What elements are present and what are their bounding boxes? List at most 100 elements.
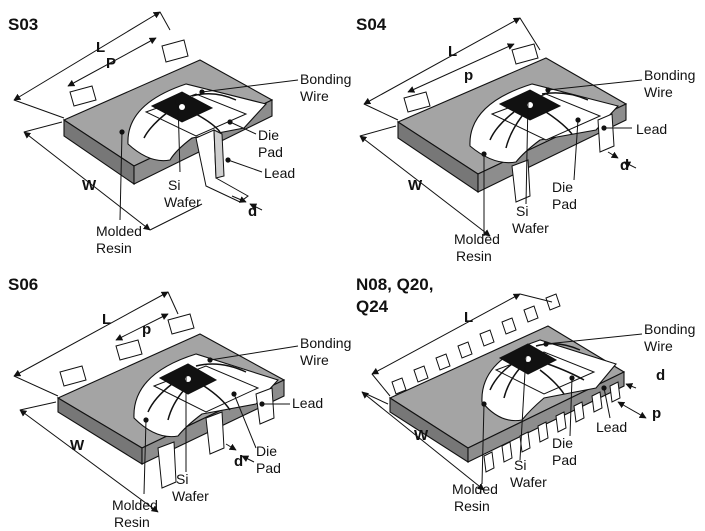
dim-d: d	[248, 203, 257, 220]
leader-line	[119, 131, 123, 221]
dim-W: W	[408, 177, 423, 194]
package-title: Q24	[356, 297, 389, 316]
dim-W: W	[82, 177, 97, 194]
label-molded-resin: Molded	[96, 223, 142, 239]
extension-line	[149, 203, 203, 231]
label-si-wafer: Wafer	[172, 488, 209, 504]
lead-front-side	[213, 129, 225, 179]
dim-line-d	[249, 203, 263, 211]
lead-front	[205, 411, 225, 455]
package-s03: S03 L P W d	[8, 11, 351, 256]
label-si-wafer: Si	[514, 457, 526, 473]
dim-P: P	[106, 55, 116, 72]
label-si-wafer: Si	[176, 471, 188, 487]
leader-line	[227, 159, 263, 173]
label-die-pad: Die	[552, 435, 573, 451]
label-si-wafer: Wafer	[510, 474, 547, 490]
label-molded-resin: Molded	[452, 481, 498, 497]
bonding-wire	[203, 385, 231, 411]
extension-line	[519, 17, 541, 51]
label-si-wafer: Si	[168, 177, 180, 193]
label-molded-resin: Resin	[96, 240, 132, 256]
label-si-wafer: Wafer	[512, 220, 549, 236]
dim-L: L	[448, 43, 457, 60]
bonding-wire	[195, 363, 247, 373]
label-molded-resin: Molded	[454, 231, 500, 247]
dim-W: W	[70, 437, 85, 454]
lead-right	[597, 113, 615, 153]
label-die-pad: Pad	[258, 144, 283, 160]
bonding-wire	[545, 111, 573, 135]
dim-line-P	[407, 43, 515, 93]
label-molded-resin: Resin	[454, 498, 490, 514]
label-die-pad: Pad	[552, 452, 577, 468]
leader-line	[229, 121, 257, 135]
label-si-wafer: Si	[516, 203, 528, 219]
lead-row-front	[483, 381, 621, 473]
dim-d: d	[234, 453, 243, 470]
leader-line	[573, 119, 579, 181]
lead-back	[59, 365, 87, 387]
label-si-wafer: Wafer	[164, 194, 201, 210]
lead-right	[255, 387, 275, 425]
dim-line-d	[607, 151, 619, 159]
bonding-wire	[489, 111, 515, 141]
label-bonding-wire: Wire	[644, 84, 673, 100]
label-molded-resin: Resin	[114, 514, 150, 530]
extension-line	[159, 11, 171, 31]
extension-line	[363, 103, 399, 121]
dim-line-d	[625, 383, 637, 390]
leader-line	[519, 353, 527, 461]
label-bonding-wire: Bonding	[300, 335, 351, 351]
dim-P: p	[142, 321, 151, 338]
leader-line	[569, 377, 573, 437]
lead-back	[167, 313, 195, 335]
bonding-wire	[167, 389, 185, 421]
leader-line	[233, 393, 257, 449]
extension-line	[167, 291, 179, 315]
dim-line-P	[67, 37, 157, 87]
leader-line	[481, 403, 485, 485]
dim-L: L	[464, 309, 473, 326]
dim-line-L	[13, 291, 169, 377]
bonding-wire	[539, 369, 565, 395]
lead-back-right	[161, 39, 189, 63]
dim-line-d	[241, 455, 255, 463]
lead-back-left	[69, 85, 97, 107]
bonding-wire	[535, 343, 581, 351]
dim-line-d	[623, 161, 637, 169]
label-molded-resin: Resin	[456, 248, 492, 264]
package-title: S04	[356, 15, 387, 34]
leader-line	[177, 101, 181, 173]
lead-back-right	[511, 43, 539, 65]
bonding-wire	[547, 363, 585, 381]
dim-line-W	[359, 135, 491, 237]
package-title: S03	[8, 15, 38, 34]
bonding-wire	[541, 92, 589, 101]
leader-line	[545, 333, 643, 345]
extension-line	[359, 125, 397, 137]
leader-line	[547, 79, 643, 91]
label-die-pad: Die	[256, 443, 277, 459]
lead-back	[115, 339, 143, 361]
dim-L: L	[96, 39, 105, 56]
label-die-pad: Pad	[552, 196, 577, 212]
label-lead: Lead	[596, 419, 627, 435]
package-n08: N08, Q20, Q24	[356, 275, 695, 514]
label-die-pad: Pad	[256, 460, 281, 476]
dim-line-d	[231, 195, 247, 203]
dim-P: p	[464, 67, 473, 84]
extension-line	[519, 293, 553, 303]
leader-line	[201, 79, 299, 93]
extension-line	[23, 121, 63, 133]
lead-front	[157, 441, 177, 489]
dim-line-P	[617, 401, 647, 419]
leader-line	[143, 419, 147, 495]
extension-line	[13, 375, 59, 397]
label-molded-resin: Molded	[112, 497, 158, 513]
dim-line-W	[23, 131, 151, 231]
dim-line-L	[371, 293, 521, 375]
dim-line-d	[225, 443, 237, 451]
label-bonding-wire: Bonding	[300, 71, 351, 87]
